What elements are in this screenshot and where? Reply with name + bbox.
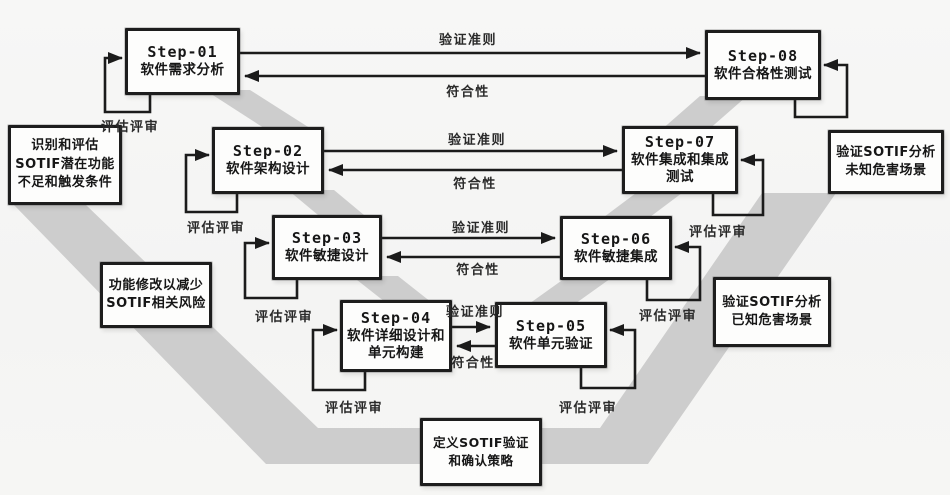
ribbon-step7-step6 [600, 190, 686, 220]
review-label-step-05: 评估评审 [559, 401, 618, 416]
step-01-title: 软件需求分析 [140, 62, 225, 79]
identify-sotif-box: 识别和评估 SOTIF潜在功能 不足和触发条件 [8, 125, 122, 205]
step-08-title: 软件合格性测试 [714, 65, 812, 82]
loop-step-05 [579, 324, 637, 390]
step-05-id: Step-05 [515, 316, 587, 335]
verify-criteria-label-1: 验证准则 [438, 33, 498, 48]
step-05-title: 软件单元验证 [509, 335, 593, 352]
step-03-id: Step-03 [291, 229, 363, 248]
loop-step-01 [103, 52, 152, 114]
step-06-id: Step-06 [580, 229, 652, 248]
ribbon-step3-step4 [352, 276, 436, 306]
step-08-id: Step-08 [727, 46, 799, 65]
step-04-title: 软件详细设计和 单元构建 [347, 327, 445, 362]
compliance-label-1: 符合性 [446, 85, 490, 100]
review-label-step-03: 评估评审 [255, 310, 314, 325]
ribbon-step1-step2 [205, 90, 316, 132]
review-label-step-04: 评估评审 [325, 401, 384, 416]
compliance-label-2: 符合性 [453, 177, 497, 192]
compliance-label-4: 符合性 [451, 356, 495, 371]
step-08-box: Step-08 软件合格性测试 [705, 30, 821, 100]
verify-criteria-label-4: 验证准则 [445, 305, 505, 320]
identify-sotif-text: 识别和评估 SOTIF潜在功能 不足和触发条件 [15, 138, 115, 191]
review-label-step-01: 评估评审 [101, 120, 160, 135]
define-strategy-box: 定义SOTIF验证 和确认策略 [420, 418, 542, 486]
step-07-box: Step-07 软件集成和集成 测试 [622, 126, 738, 194]
ribbon-step2-step3 [288, 190, 370, 220]
loop-step-06 [645, 241, 702, 302]
verify-unknown-scenarios-box: 验证SOTIF分析 未知危害场景 [828, 130, 944, 194]
step-06-box: Step-06 软件敏捷集成 [560, 216, 672, 280]
step-01-id: Step-01 [147, 43, 218, 62]
loop-step-07 [711, 154, 765, 217]
step-02-title: 软件架构设计 [226, 161, 310, 178]
define-strategy-text: 定义SOTIF验证 和确认策略 [433, 435, 529, 468]
loop-step-08 [793, 59, 849, 119]
step-03-box: Step-03 软件敏捷设计 [272, 215, 382, 280]
verify-unknown-scenarios-text: 验证SOTIF分析 未知危害场景 [836, 144, 936, 178]
step-02-id: Step-02 [232, 142, 304, 161]
verify-known-scenarios-text: 验证SOTIF分析 已知危害场景 [722, 294, 822, 328]
step-06-title: 软件敏捷集成 [574, 248, 658, 265]
step-05-box: Step-05 软件单元验证 [495, 302, 607, 368]
review-label-step-02: 评估评审 [187, 221, 246, 236]
compliance-label-3: 符合性 [456, 263, 500, 278]
ribbon-step6-step5 [526, 276, 614, 306]
review-label-step-06: 评估评审 [639, 309, 698, 324]
verify-criteria-label-3: 验证准则 [451, 221, 511, 236]
step-01-box: Step-01 软件需求分析 [125, 28, 240, 95]
loop-step-03 [243, 237, 299, 300]
modify-function-text: 功能修改以减少 SOTIF相关风险 [106, 277, 206, 311]
v-band [14, 193, 836, 464]
loop-step-02 [184, 149, 239, 214]
loop-step-04 [311, 324, 367, 392]
review-label-step-07: 评估评审 [689, 225, 748, 240]
verify-criteria-label-2: 验证准则 [447, 133, 507, 148]
step-04-box: Step-04 软件详细设计和 单元构建 [340, 300, 452, 372]
modify-function-box: 功能修改以减少 SOTIF相关风险 [100, 262, 212, 328]
ribbon-step8-step7 [660, 96, 747, 131]
verify-known-scenarios-box: 验证SOTIF分析 已知危害场景 [713, 277, 831, 347]
step-04-id: Step-04 [360, 309, 432, 328]
step-07-id: Step-07 [644, 133, 716, 152]
step-07-title: 软件集成和集成 测试 [631, 151, 729, 186]
step-02-box: Step-02 软件架构设计 [212, 127, 324, 194]
step-03-title: 软件敏捷设计 [285, 248, 369, 265]
